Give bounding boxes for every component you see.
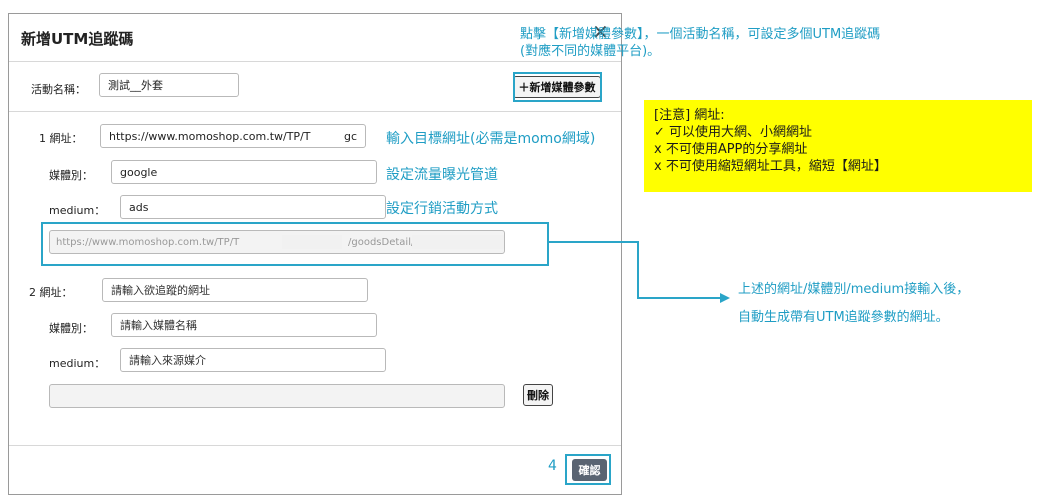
utm-modal: 新增UTM追蹤碼 ✕ 活動名稱： 測試__外套 ＋新增媒體參數 1 網址： ht… [8,13,622,495]
confirm-button[interactable]: 確認 [572,459,607,481]
top-note-line1: 點擊【新增媒體參數】，一個活動名稱，可設定多個UTM追蹤碼 [520,27,881,42]
warning-line3: x 不可使用縮短網址工具，縮短【網址】 [654,159,887,174]
media-note: 設定流量曝光管道 [386,167,498,183]
entry1-media-input[interactable]: google [111,160,377,184]
delete-button[interactable]: 刪除 [523,384,553,406]
entry1-medium-input[interactable]: ads [120,195,386,219]
entry1-url-label: 1 網址： [39,132,83,145]
footer-divider [9,445,621,446]
url-note: 輸入目標網址(必需是momo網域) [386,131,596,147]
generated-url-highlight [41,222,549,266]
entry2-medium-input[interactable]: 請輸入來源媒介 [120,348,386,372]
entry2-media-input[interactable]: 請輸入媒體名稱 [111,313,377,337]
entry1-url-input[interactable]: https://www.momoshop.com.tw/TP/T gc [100,124,366,148]
redaction-mask [412,235,504,249]
connector-arrow-icon [548,241,730,303]
warning-note: [注意] 網址: ✓ 可以使用大網、小網網址 x 不可使用APP的分享網址 x … [644,100,1032,192]
warning-line2: x 不可使用APP的分享網址 [654,142,808,157]
entry2-url-input[interactable]: 請輸入欲追蹤的網址 [102,278,368,302]
top-note-line2: (對應不同的媒體平台)。 [520,44,661,59]
medium-note: 設定行銷活動方式 [386,201,498,217]
redaction-mask [282,235,342,249]
warning-title: [注意] 網址: [654,108,725,123]
confirm-highlight [565,454,611,485]
entry2-generated-url [49,384,505,408]
generated-url-mid: /goodsDetail/ [348,236,415,248]
entry2-url-label: 2 網址： [29,286,73,299]
campaign-input[interactable]: 測試__外套 [99,73,239,97]
warning-line1: ✓ 可以使用大網、小網網址 [654,125,813,140]
generated-url-start: https://www.momoshop.com.tw/TP/T [56,236,240,248]
entry1-medium-label: medium： [49,204,106,217]
arrow-note-line1: 上述的網址/媒體別/medium接輸入後， [738,282,970,297]
campaign-label: 活動名稱： [31,83,86,96]
entry1-url-value: https://www.momoshop.com.tw/TP/T [109,129,311,143]
entry2-medium-label: medium： [49,357,106,370]
entry1-media-label: 媒體別： [49,169,93,182]
entry1-generated-url: https://www.momoshop.com.tw/TP/T /goodsD… [49,230,505,254]
arrow-note-line2: 自動生成帶有UTM追蹤參數的網址。 [738,310,949,325]
section-divider [9,111,621,112]
add-media-button[interactable]: ＋新增媒體參數 [513,76,601,98]
step-number: 4 [548,458,557,474]
entry1-url-tail: gc [343,129,357,143]
entry2-media-label: 媒體別： [49,322,93,335]
modal-title: 新增UTM追蹤碼 [21,30,134,48]
header-divider [9,61,621,62]
add-media-highlight [513,72,602,102]
close-icon[interactable]: ✕ [592,20,609,44]
